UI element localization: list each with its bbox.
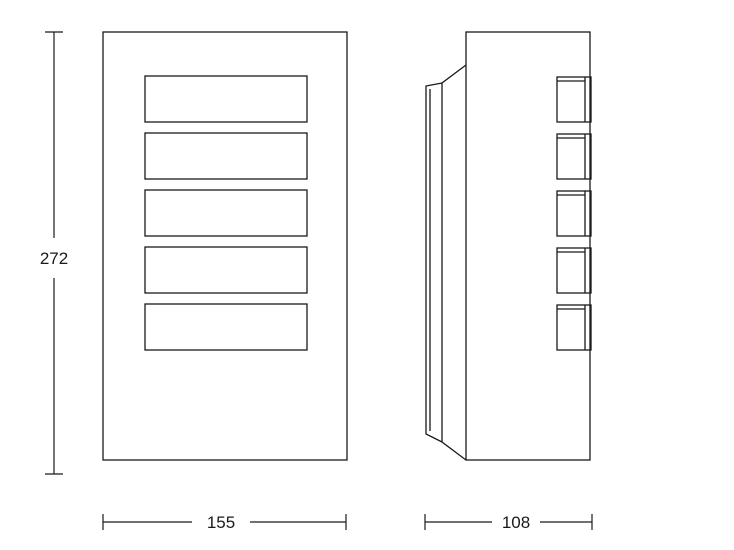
width-dimension: 155 [102,513,347,532]
height-dimension: 272 [40,31,68,475]
front-slot-5 [144,303,308,351]
depth-dimension: 108 [424,513,593,532]
side-button-1 [556,76,592,123]
front-slot-1 [144,75,308,123]
front-slot-group [144,75,308,351]
front-slot-3 [144,189,308,237]
side-housing [465,31,591,461]
side-button-2 [556,133,592,180]
front-view [102,31,348,461]
side-mount-bevel [441,64,467,461]
depth-label: 108 [502,513,530,532]
side-button-3 [556,190,592,237]
front-slot-4 [144,246,308,294]
width-label: 155 [207,513,235,532]
side-view [425,31,592,461]
height-label: 272 [40,249,68,268]
front-slot-2 [144,132,308,180]
side-button-4 [556,247,592,294]
side-mount-plate-outer [425,82,443,443]
side-button-group [556,76,592,351]
front-housing [102,31,348,461]
side-button-5 [556,304,592,351]
